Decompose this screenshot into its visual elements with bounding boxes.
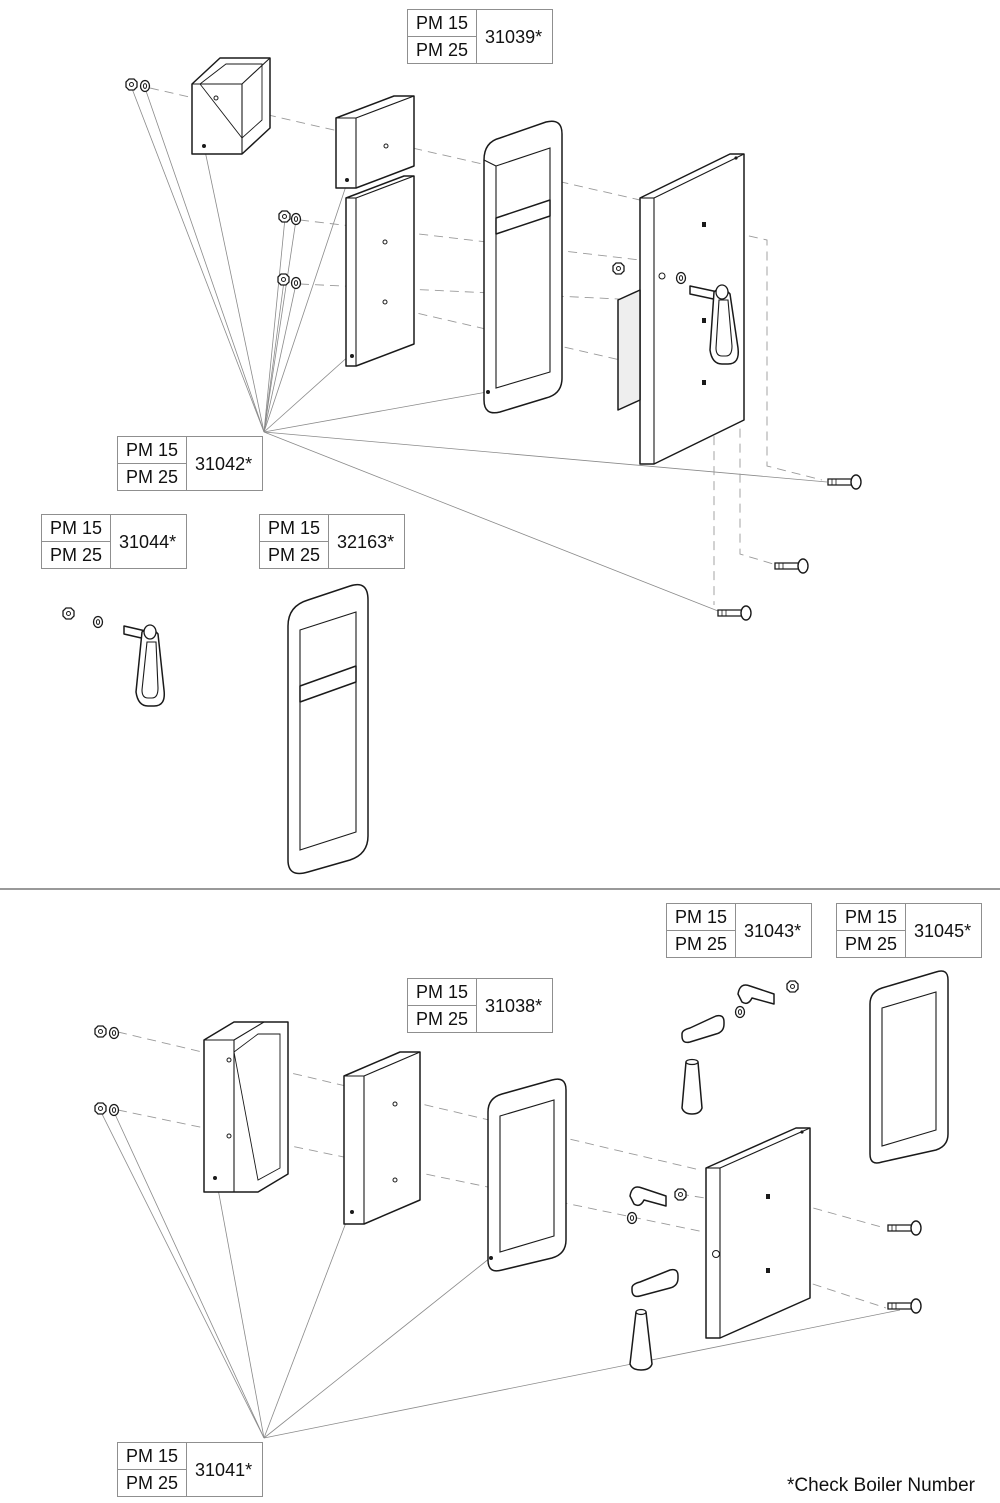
bottom-shroud-box xyxy=(203,1021,289,1193)
model-label: PM 15 xyxy=(50,518,103,538)
callout-31044: PM 15 PM 25 31044* xyxy=(41,514,188,569)
part-number: 31038* xyxy=(485,995,543,1016)
model-label: PM 15 xyxy=(126,1446,179,1466)
upper-insulation-block xyxy=(335,95,415,189)
bottom-bolts xyxy=(887,1220,922,1314)
part-number: 31039* xyxy=(485,26,543,47)
part-number: 31045* xyxy=(914,920,972,941)
door-handle-assembly xyxy=(612,262,740,365)
callout-31038: PM 15 PM 25 31038* xyxy=(407,978,554,1033)
bottom-door-panel xyxy=(705,1127,811,1339)
part-number: 31044* xyxy=(119,531,177,552)
callout-32163: PM 15 PM 25 32163* xyxy=(259,514,406,569)
bottom-insulation-block xyxy=(343,1051,421,1225)
part-number: 31041* xyxy=(195,1459,253,1480)
model-label: PM 25 xyxy=(408,36,477,63)
callout-31045: PM 15 PM 25 31045* xyxy=(836,903,983,958)
part-number: 32163* xyxy=(337,531,395,552)
top-shroud-box xyxy=(191,57,271,155)
model-label: PM 15 xyxy=(126,440,179,460)
model-label: PM 15 xyxy=(416,982,469,1002)
model-label: PM 15 xyxy=(845,907,898,927)
door-latch-assembly xyxy=(626,1186,687,1371)
leader-lines-31042 xyxy=(130,85,828,612)
model-label: PM 25 xyxy=(837,930,906,957)
callout-31042: PM 15 PM 25 31042* xyxy=(117,436,264,491)
part-number: 31043* xyxy=(744,920,802,941)
model-label: PM 25 xyxy=(118,1469,187,1496)
model-label: PM 15 xyxy=(416,13,469,33)
model-label: PM 25 xyxy=(667,930,736,957)
spare-latch-31043 xyxy=(681,980,799,1115)
model-label: PM 25 xyxy=(118,463,187,490)
callout-31041: PM 15 PM 25 31041* xyxy=(117,1442,264,1497)
spare-gasket-31045 xyxy=(869,970,949,1164)
model-label: PM 25 xyxy=(408,1005,477,1032)
top-bolts xyxy=(717,474,862,621)
spare-handle-31044 xyxy=(62,607,166,707)
model-label: PM 25 xyxy=(260,541,329,568)
door-gasket-frame xyxy=(483,120,563,414)
bottom-gasket-frame xyxy=(487,1078,567,1272)
spare-gasket-frame-32163 xyxy=(287,583,369,875)
part-number: 31042* xyxy=(195,453,253,474)
lower-insulation-block xyxy=(345,175,415,367)
callout-31039: PM 15 PM 25 31039* xyxy=(407,9,554,64)
footnote: *Check Boiler Number xyxy=(787,1475,975,1496)
top-door-panel xyxy=(617,153,745,465)
model-label: PM 15 xyxy=(268,518,321,538)
callout-31043: PM 15 PM 25 31043* xyxy=(666,903,813,958)
leader-lines-31041 xyxy=(99,1109,901,1439)
bottom-nuts-washers xyxy=(94,1025,120,1117)
model-label: PM 25 xyxy=(42,541,111,568)
model-label: PM 15 xyxy=(675,907,728,927)
